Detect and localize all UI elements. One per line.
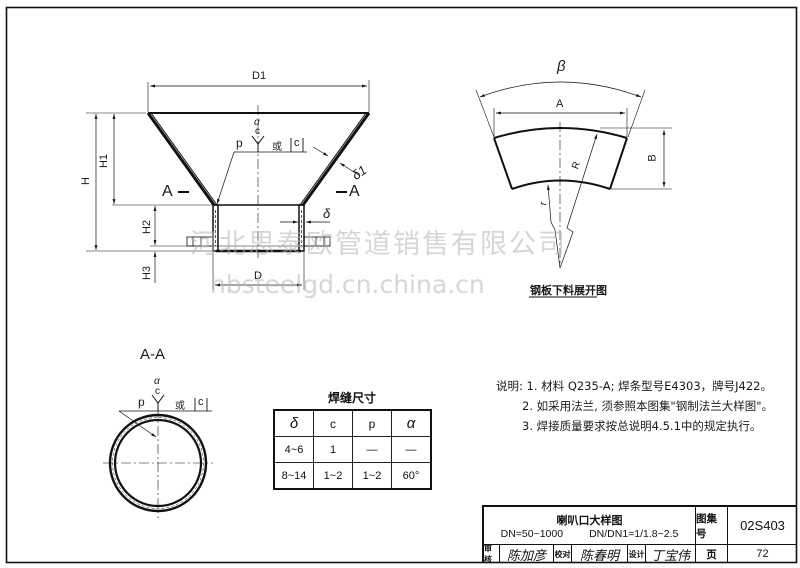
cell: — xyxy=(391,436,432,463)
dim-d-label: D xyxy=(254,270,262,282)
check-label: 校对 xyxy=(554,545,572,563)
weld-c-label: c xyxy=(255,126,260,137)
section-weld-alpha: α xyxy=(154,376,160,387)
header-p: p xyxy=(352,409,392,437)
table-row: 8~14 1~2 1~2 60° xyxy=(273,462,432,490)
page-label: 页 xyxy=(696,545,728,563)
cell: 1~2 xyxy=(313,462,353,490)
check-signature: 陈春明 xyxy=(572,545,628,564)
table-row: 4~6 1 — — xyxy=(273,436,432,463)
weld-table-header-row: δ c p α xyxy=(273,409,432,437)
drawing-title-main: 喇叭口大样图 xyxy=(556,513,623,527)
header-alpha: α xyxy=(391,409,432,437)
note-item: 1. 材料 Q235-A; 焊条型号E4303，牌号J422。 xyxy=(526,379,772,393)
notes-prefix: 说明: xyxy=(496,379,523,393)
section-weld-c-box: c xyxy=(198,396,204,408)
atlas-label: 图集号 xyxy=(696,507,728,545)
atlas-number: 02S403 xyxy=(728,507,797,545)
dim-h2-label: H2 xyxy=(141,219,154,235)
dim-h3-label: H3 xyxy=(141,265,154,281)
design-signature: 丁宝伟 xyxy=(646,545,696,564)
header-c: c xyxy=(313,409,353,437)
dim-beta-label: β xyxy=(557,58,566,75)
cell: 1~2 xyxy=(352,462,392,490)
design-label: 设计 xyxy=(628,545,646,563)
notes-block: 说明: 1. 材料 Q235-A; 焊条型号E4303，牌号J422。 2. 如… xyxy=(496,376,773,436)
weld-size-table: δ c p α 4~6 1 — — 8~14 1~2 1~2 60° xyxy=(273,409,432,490)
dim-delta-label: δ xyxy=(323,206,331,221)
dim-h-label: H xyxy=(79,177,92,185)
weld-c-box-label: c xyxy=(294,137,300,149)
sheet-frame xyxy=(5,6,798,564)
weld-table-title: 焊缝尺寸 xyxy=(328,391,377,405)
section-weld-c: c xyxy=(155,386,160,397)
header-delta: δ xyxy=(273,409,314,437)
cell: 60° xyxy=(391,462,432,490)
cell: 8~14 xyxy=(273,462,314,490)
section-title: A-A xyxy=(140,346,166,363)
cell: 1 xyxy=(313,436,353,463)
review-signature: 陈加彦 xyxy=(500,545,554,564)
page-number: 72 xyxy=(756,548,769,560)
dim-h1-label: H1 xyxy=(98,153,111,169)
review-label: 审核 xyxy=(484,544,500,564)
section-weld-or: 或 xyxy=(175,401,185,412)
weld-alpha-label: α xyxy=(254,117,260,128)
title-block: 喇叭口大样图 DN=50~1000 DN/DN1=1/1.8~2.5 图集号 0… xyxy=(482,505,797,564)
drawing-title: 喇叭口大样图 DN=50~1000 DN/DN1=1/1.8~2.5 xyxy=(484,507,696,545)
dim-b-label: B xyxy=(646,154,659,162)
note-item: 3. 焊接质量要求按总说明4.5.1中的规定执行。 xyxy=(522,419,762,433)
section-marker-left: A xyxy=(162,183,173,200)
cell: — xyxy=(352,436,392,463)
development-view xyxy=(475,81,672,298)
section-weld-p: p xyxy=(138,395,145,409)
dim-a-label: A xyxy=(556,98,564,110)
main-view xyxy=(86,80,371,290)
section-marker-right: A xyxy=(349,183,360,200)
weld-or-label: 或 xyxy=(272,142,282,153)
drawing-dn-ratio: DN/DN1=1/1.8~2.5 xyxy=(589,527,679,540)
section-view xyxy=(103,394,213,518)
drawing-dn-range: DN=50~1000 xyxy=(500,527,564,540)
cell: 4~6 xyxy=(273,436,314,463)
weld-p-label: p xyxy=(236,136,243,150)
dim-d1-label: D1 xyxy=(252,70,267,82)
note-item: 2. 如采用法兰, 须参照本图集"钢制法兰大样图"。 xyxy=(522,399,774,413)
development-caption: 钢板下料展开图 xyxy=(530,284,607,297)
